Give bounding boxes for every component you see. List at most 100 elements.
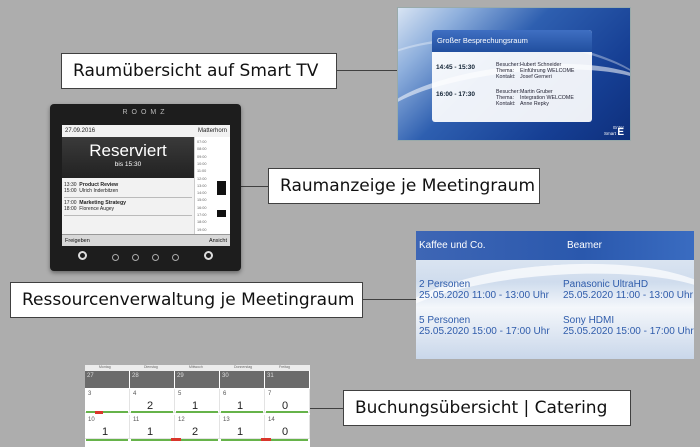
- tv-entry-time: 14:45 - 15:30: [436, 64, 476, 71]
- timeline-hour-label: 14:00: [197, 191, 207, 196]
- meeting-item[interactable]: 17:00 Marketing Strategy 18:00 Florence …: [64, 200, 126, 212]
- timeline-hour-label: 11:00: [197, 169, 207, 174]
- booking-count: 0: [282, 400, 289, 412]
- hardware-key[interactable]: [78, 251, 87, 260]
- connector-calendar: [310, 408, 343, 409]
- booking-count: 2: [147, 400, 154, 412]
- reservation-status: Reserviert bis 15:30: [62, 137, 194, 178]
- connector-device: [241, 186, 268, 187]
- booking-count: 1: [147, 426, 154, 438]
- catering-bar: [131, 411, 173, 413]
- hardware-key[interactable]: [152, 254, 159, 261]
- timeline-hour-label: 09:00: [197, 154, 207, 159]
- calendar-past-day: [85, 371, 129, 388]
- timeline-hour-label: 07:00: [197, 140, 207, 144]
- hardware-key[interactable]: [172, 254, 179, 261]
- booking-count: 1: [102, 426, 109, 438]
- hardware-key[interactable]: [112, 254, 119, 261]
- catering-bar: [131, 439, 173, 441]
- view-button[interactable]: Ansicht: [208, 238, 227, 244]
- calendar-day-cell[interactable]: [265, 415, 310, 439]
- booking-count: 2: [192, 426, 199, 438]
- booking-marker: [95, 411, 103, 414]
- calendar-day-name: Dienstag: [144, 365, 158, 369]
- calendar-past-day: [220, 371, 264, 388]
- calendar-day-number: 28: [132, 373, 139, 379]
- device-header: 27.09.2016 Matterhorn: [62, 125, 230, 137]
- calendar-day-number: 3: [88, 391, 92, 397]
- calendar-day-name: Donnerstag: [234, 365, 253, 369]
- booking-marker: [171, 438, 181, 441]
- calendar-day-number: 4: [133, 391, 137, 397]
- brand-logo: Enter Smart E: [604, 125, 624, 138]
- meeting-item[interactable]: 13:30 Product Review 15:00 Ulrich Inderb…: [64, 182, 119, 194]
- callout-booking: Buchungsübersicht | Catering: [343, 390, 631, 426]
- catering-bar: [176, 411, 218, 413]
- catering-bar: [221, 411, 263, 413]
- calendar-day-number: 31: [267, 373, 274, 379]
- calendar-day-cell[interactable]: [85, 415, 130, 439]
- catering-bar: [86, 411, 128, 413]
- timeline-hour-label: 13:00: [197, 183, 207, 188]
- resource-column-beamer: Beamer: [567, 240, 603, 251]
- catering-bar: [86, 439, 128, 441]
- timeline-hour-label: 19:00: [197, 227, 207, 232]
- hardware-key[interactable]: [132, 254, 139, 261]
- hardware-keys: [70, 250, 222, 264]
- calendar-day-number: 6: [223, 391, 227, 397]
- callout-smart-tv: Raumübersicht auf Smart TV: [61, 53, 337, 89]
- tv-entry-time: 16:00 - 17:30: [436, 91, 476, 98]
- smart-tv-screen: Großer Besprechungsraum 14:45 - 15:30 Be…: [397, 7, 631, 141]
- timeline-hour-label: 12:00: [197, 176, 207, 181]
- device-date: 27.09.2016: [65, 128, 96, 134]
- status-text: Reserviert: [89, 141, 167, 160]
- timeline-hour-label: 15:00: [197, 198, 207, 203]
- release-button[interactable]: Freigeben: [65, 238, 90, 244]
- timeline-hour-label: 16:00: [197, 205, 207, 210]
- calendar-day-name: Mittwoch: [189, 365, 203, 369]
- device-brand: ROOMZ: [122, 109, 169, 116]
- booking-count: 1: [237, 426, 244, 438]
- booking-count: 1: [192, 400, 199, 412]
- hardware-key[interactable]: [204, 251, 213, 260]
- tv-entry-info: Besucher:Martin Gruber Thema:Integration…: [496, 89, 574, 108]
- catering-bar: [266, 439, 308, 441]
- timeline-hour-label: 18:00: [197, 220, 207, 225]
- calendar-day-number: 5: [178, 391, 182, 397]
- connector-resources: [363, 299, 416, 300]
- calendar-day-number: 11: [133, 417, 140, 423]
- calendar-day-name: Montag: [99, 365, 111, 369]
- calendar-day-number: 29: [177, 373, 184, 379]
- tv-room-title: Großer Besprechungsraum: [432, 30, 592, 52]
- calendar-day-cell[interactable]: [130, 415, 175, 439]
- calendar-day-cell[interactable]: [175, 415, 220, 439]
- device-screen: 27.09.2016 Matterhorn Reserviert bis 15:…: [62, 125, 230, 246]
- resource-column-coffee: Kaffee und Co.: [419, 240, 486, 251]
- booking-count: 0: [282, 426, 289, 438]
- calendar-day-cell[interactable]: [85, 389, 130, 413]
- calendar-day-number: 14: [268, 417, 275, 423]
- callout-room-display: Raumanzeige je Meetingraum: [268, 168, 540, 204]
- catering-bar: [266, 411, 308, 413]
- status-until: bis 15:30: [114, 161, 142, 168]
- calendar-day-number: 10: [88, 417, 95, 423]
- device-button-bar: Freigeben Ansicht: [62, 234, 230, 246]
- catering-bar: [176, 439, 218, 441]
- timeline-booking: [217, 210, 226, 217]
- booking-marker: [261, 438, 271, 441]
- catering-bar: [221, 439, 263, 441]
- timeline-hour-label: 17:00: [197, 213, 207, 217]
- calendar-past-day: [265, 371, 309, 388]
- callout-resources: Ressourcenverwaltung je Meetingraum: [10, 282, 363, 318]
- calendar-day-number: 30: [222, 373, 229, 379]
- device-room-name: Matterhorn: [197, 128, 227, 134]
- calendar-day-header: [85, 365, 310, 371]
- calendar-day-cell[interactable]: [220, 415, 265, 439]
- calendar-past-day: [175, 371, 219, 388]
